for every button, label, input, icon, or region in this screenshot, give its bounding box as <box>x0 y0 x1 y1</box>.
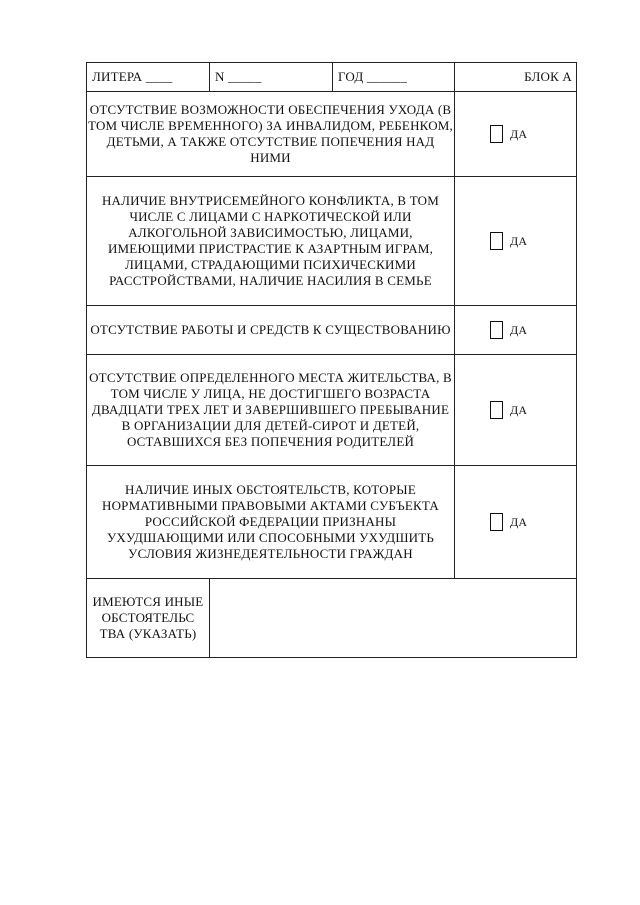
block-label: БЛОК А <box>454 62 577 92</box>
header-row: ЛИТЕРА ____ N _____ ГОД ______ БЛОК А <box>86 62 577 92</box>
yes-label: ДА <box>510 127 528 141</box>
yes-label: ДА <box>510 234 528 248</box>
other-circumstances-label: ИМЕЮТСЯ ИНЫЕ ОБСТОЯТЕЛЬС ТВА (УКАЗАТЬ) <box>86 578 210 658</box>
criterion-row: ОТСУТСТВИЕ ВОЗМОЖНОСТИ ОБЕСПЕЧЕНИЯ УХОДА… <box>86 91 577 177</box>
criterion-answer: ДА <box>454 465 577 579</box>
yes-label: ДА <box>510 403 528 417</box>
criterion-answer: ДА <box>454 91 577 177</box>
criterion-row: ОТСУТСТВИЕ РАБОТЫ И СРЕДСТВ К СУЩЕСТВОВА… <box>86 305 577 355</box>
other-circumstances-input[interactable] <box>209 578 577 658</box>
number-field[interactable]: N _____ <box>209 62 333 92</box>
yes-label: ДА <box>510 323 528 337</box>
criterion-row: НАЛИЧИЕ ИНЫХ ОБСТОЯТЕЛЬСТВ, КОТОРЫЕ НОРМ… <box>86 465 577 579</box>
criterion-answer: ДА <box>454 176 577 306</box>
yes-checkbox[interactable] <box>490 232 503 250</box>
criterion-text: ОТСУТСТВИЕ РАБОТЫ И СРЕДСТВ К СУЩЕСТВОВА… <box>86 305 455 355</box>
criterion-row: ОТСУТСТВИЕ ОПРЕДЕЛЕННОГО МЕСТА ЖИТЕЛЬСТВ… <box>86 354 577 466</box>
criterion-text: НАЛИЧИЕ ВНУТРИСЕМЕЙНОГО КОНФЛИКТА, В ТОМ… <box>86 176 455 306</box>
criterion-row: НАЛИЧИЕ ВНУТРИСЕМЕЙНОГО КОНФЛИКТА, В ТОМ… <box>86 176 577 306</box>
criterion-answer: ДА <box>454 305 577 355</box>
litera-field[interactable]: ЛИТЕРА ____ <box>86 62 210 92</box>
criterion-text: ОТСУТСТВИЕ ВОЗМОЖНОСТИ ОБЕСПЕЧЕНИЯ УХОДА… <box>86 91 455 177</box>
yes-checkbox[interactable] <box>490 321 503 339</box>
yes-label: ДА <box>510 515 528 529</box>
yes-checkbox[interactable] <box>490 513 503 531</box>
criterion-answer: ДА <box>454 354 577 466</box>
other-circumstances-row: ИМЕЮТСЯ ИНЫЕ ОБСТОЯТЕЛЬС ТВА (УКАЗАТЬ) <box>86 578 577 658</box>
year-field[interactable]: ГОД ______ <box>332 62 455 92</box>
yes-checkbox[interactable] <box>490 125 503 143</box>
criterion-text: НАЛИЧИЕ ИНЫХ ОБСТОЯТЕЛЬСТВ, КОТОРЫЕ НОРМ… <box>86 465 455 579</box>
criterion-text: ОТСУТСТВИЕ ОПРЕДЕЛЕННОГО МЕСТА ЖИТЕЛЬСТВ… <box>86 354 455 466</box>
block-a-form: ЛИТЕРА ____ N _____ ГОД ______ БЛОК А ОТ… <box>86 62 577 658</box>
yes-checkbox[interactable] <box>490 401 503 419</box>
